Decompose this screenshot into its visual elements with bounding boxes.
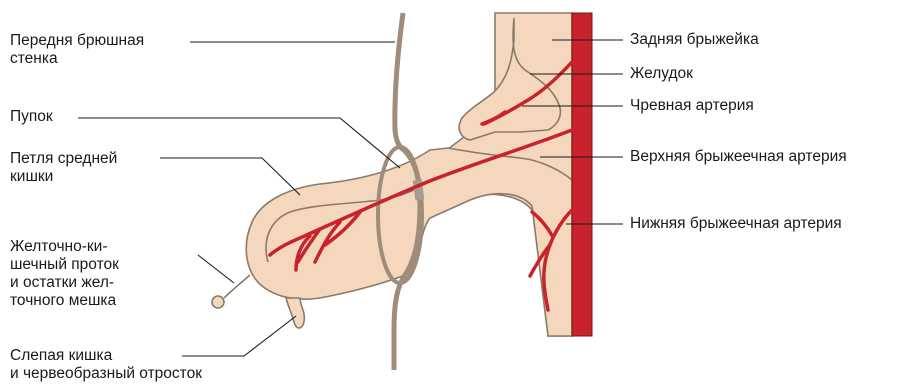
leader-umbilicus: [78, 118, 400, 168]
label-umbilicus: Пупок: [10, 108, 53, 126]
leader-vitelline-duct: [198, 255, 234, 283]
label-celiac-artery: Чревная артерия: [630, 97, 754, 115]
label-midgut-loop: Петля средней кишки: [10, 150, 117, 186]
cecum: [286, 298, 304, 328]
label-inferior-mesenteric-artery: Нижняя брыжеечная артерия: [630, 215, 842, 233]
label-dorsal-mesentery: Задняя брыжейка: [630, 31, 759, 49]
label-cecum: Слепая кишка и червеобразный отросток: [10, 347, 202, 383]
label-superior-mesenteric-artery: Верхняя брыжеечная артерия: [630, 148, 847, 166]
label-vitelline-duct: Желточно-ки- шечный проток и остатки жел…: [10, 238, 119, 310]
aorta: [572, 13, 592, 336]
label-stomach: Желудок: [630, 65, 693, 83]
yolk-sac-remnant: [212, 296, 224, 308]
leader-midgut-loop: [160, 158, 300, 195]
label-anterior-abdominal-wall: Передня брюшная стенка: [10, 32, 144, 68]
